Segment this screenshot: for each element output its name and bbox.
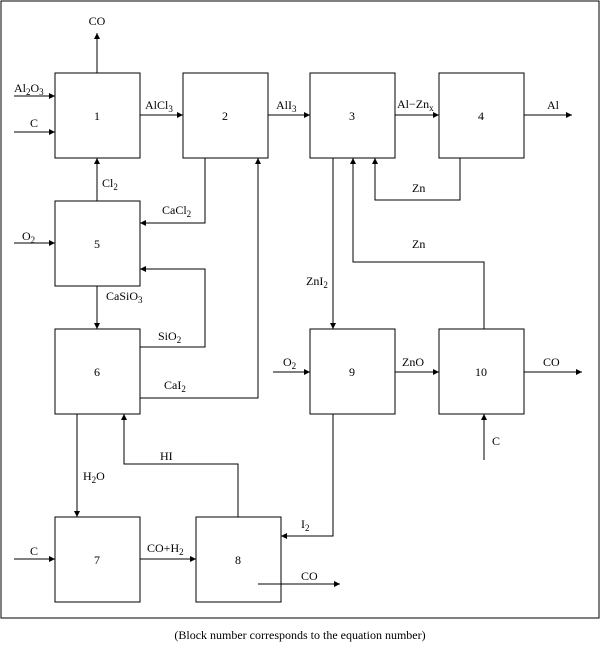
block-6: 6 <box>54 328 141 415</box>
label-co-10: CO <box>543 355 560 369</box>
label-h2o: H2O <box>83 469 105 485</box>
label-sio2: SiO2 <box>158 329 181 345</box>
block-8: 8 <box>195 516 282 603</box>
arrow-sio2-6-to-5 <box>140 266 206 348</box>
label-al2o3: Al2O3 <box>14 81 44 97</box>
block-8-number: 8 <box>235 553 241 567</box>
block-9-number: 9 <box>349 365 355 379</box>
block-4-number: 4 <box>478 109 484 123</box>
block-2-number: 2 <box>222 109 228 123</box>
diagram-frame <box>0 0 600 619</box>
arrow-i2-9-to-8 <box>281 414 334 539</box>
block-3-number: 3 <box>349 109 355 123</box>
label-cai2: CaI2 <box>164 378 186 394</box>
block-6-number: 6 <box>94 365 100 379</box>
label-o2-into-5: O2 <box>22 229 35 245</box>
block-10-number: 10 <box>475 365 487 379</box>
label-zni2: ZnI2 <box>306 274 328 290</box>
arrow-hi-8-to-6 <box>121 414 239 517</box>
label-cl2: Cl2 <box>102 176 118 192</box>
block-1-number: 1 <box>94 109 100 123</box>
block-10: 10 <box>438 328 525 415</box>
diagram-caption: (Block number corresponds to the equatio… <box>174 628 426 642</box>
process-flow-diagram: 1 2 3 4 5 6 7 8 9 10 <box>0 0 600 619</box>
label-hi: HI <box>160 449 173 463</box>
label-c-into-7: C <box>30 544 38 558</box>
block-5: 5 <box>54 200 141 287</box>
label-i2: I2 <box>301 517 310 533</box>
arrow-zn-10-to-3 <box>350 158 485 329</box>
block-9: 9 <box>309 328 396 415</box>
label-alcl3: AlCl3 <box>145 98 173 114</box>
label-al-out: Al <box>547 98 560 112</box>
block-4: 4 <box>438 72 525 159</box>
label-al-znx: Al−Znx <box>397 97 434 113</box>
label-zno: ZnO <box>402 355 424 369</box>
label-cacl2: CaCl2 <box>162 203 191 219</box>
label-o2-into-9: O2 <box>283 355 296 371</box>
arrow-zn-4-to-3 <box>372 158 461 201</box>
label-zn-return-10: Zn <box>412 237 425 251</box>
block-1: 1 <box>54 72 141 159</box>
label-ali3: AlI3 <box>276 98 297 114</box>
label-c-into-10: C <box>492 434 500 448</box>
block-7-number: 7 <box>94 553 100 567</box>
block-2: 2 <box>182 72 269 159</box>
label-c-into-1: C <box>30 116 38 130</box>
label-casio3: CaSiO3 <box>106 289 143 305</box>
block-7: 7 <box>54 516 141 603</box>
label-co-top: CO <box>89 14 106 28</box>
label-co-8: CO <box>301 569 318 583</box>
block-5-number: 5 <box>94 237 100 251</box>
label-co-h2: CO+H2 <box>147 541 184 557</box>
arrow-cai2-6-to-2 <box>140 158 261 399</box>
block-3: 3 <box>309 72 396 159</box>
label-zn-return-4: Zn <box>412 181 425 195</box>
arrow-cacl2-2-to-5 <box>140 158 206 226</box>
